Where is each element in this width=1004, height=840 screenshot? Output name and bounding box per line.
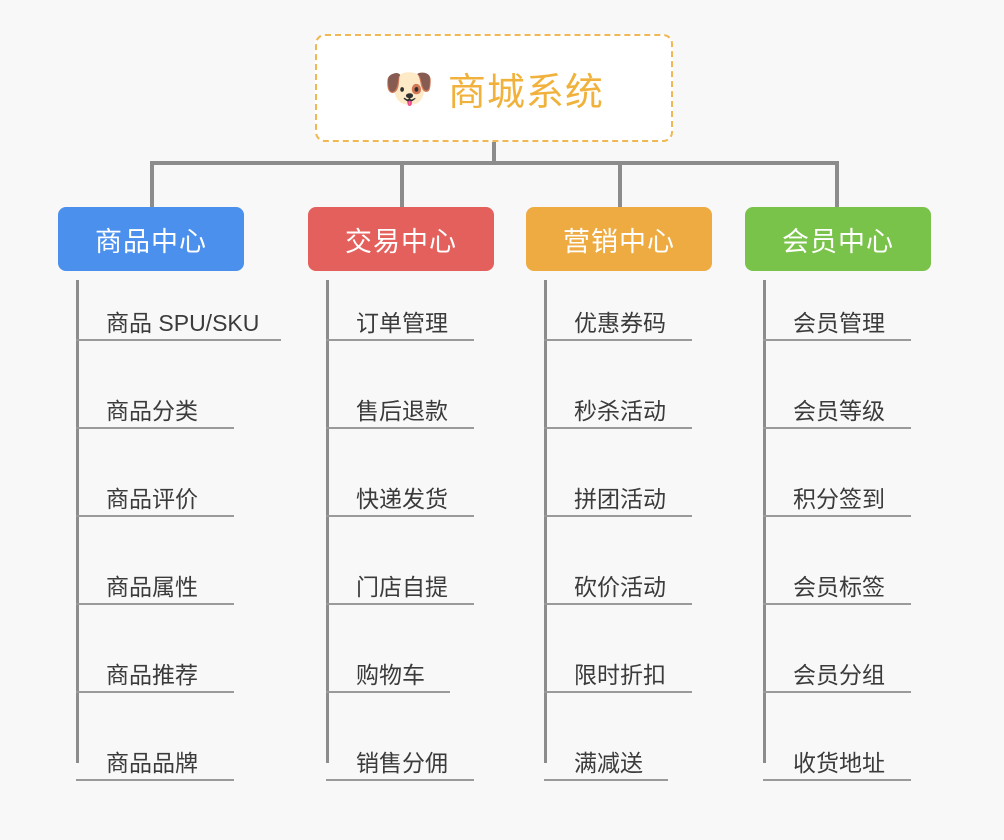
leaf-item[interactable]: 砍价活动 bbox=[544, 565, 692, 605]
leaf-item-label: 砍价活动 bbox=[574, 574, 666, 600]
leaf-item-label: 优惠券码 bbox=[574, 310, 666, 336]
branch-drop-connector bbox=[618, 161, 622, 207]
leaf-item-label: 订单管理 bbox=[356, 310, 448, 336]
leaf-item[interactable]: 订单管理 bbox=[326, 301, 474, 341]
leaf-item[interactable]: 商品分类 bbox=[76, 389, 234, 429]
leaf-item-label: 商品评价 bbox=[106, 486, 198, 512]
leaf-item-label: 会员等级 bbox=[793, 398, 885, 424]
branch-trunk-connector bbox=[763, 280, 766, 763]
root-title: 商城系统 bbox=[447, 71, 604, 114]
branch-trunk-connector bbox=[76, 280, 79, 763]
leaf-item[interactable]: 商品推荐 bbox=[76, 653, 234, 693]
leaf-item-label: 门店自提 bbox=[356, 574, 448, 600]
branch-drop-connector bbox=[835, 161, 839, 207]
branch-header-label: 会员中心 bbox=[782, 226, 894, 257]
shiba-dog-face-icon: 🐶 bbox=[384, 67, 434, 111]
leaf-item-label: 会员管理 bbox=[793, 310, 885, 336]
branch-1: 商品中心商品 SPU/SKU 商品分类商品评价商品属性商品推荐商品品牌 bbox=[58, 207, 281, 781]
leaf-item-label: 会员分组 bbox=[793, 662, 885, 688]
leaf-item[interactable]: 秒杀活动 bbox=[544, 389, 692, 429]
leaf-item[interactable]: 满减送 bbox=[544, 741, 668, 781]
leaf-item-label: 商品品牌 bbox=[106, 750, 198, 776]
leaf-item[interactable]: 门店自提 bbox=[326, 565, 474, 605]
leaf-item-label: 销售分佣 bbox=[356, 750, 448, 776]
leaf-item-label: 商品属性 bbox=[106, 574, 198, 600]
root-node[interactable]: 🐶 商城系统 bbox=[315, 34, 673, 142]
leaf-item[interactable]: 收货地址 bbox=[763, 741, 911, 781]
leaf-item[interactable]: 商品品牌 bbox=[76, 741, 234, 781]
branch-header-label: 商品中心 bbox=[95, 226, 207, 257]
leaf-item-label: 满减送 bbox=[574, 750, 643, 776]
leaf-item[interactable]: 会员等级 bbox=[763, 389, 911, 429]
leaf-item[interactable]: 会员管理 bbox=[763, 301, 911, 341]
leaf-item[interactable]: 快递发货 bbox=[326, 477, 474, 517]
leaf-item[interactable]: 商品评价 bbox=[76, 477, 234, 517]
leaf-item-label: 快递发货 bbox=[356, 486, 448, 512]
horizontal-bus-connector bbox=[150, 161, 839, 165]
leaf-item-label: 限时折扣 bbox=[574, 662, 666, 688]
branch-3: 营销中心优惠券码秒杀活动拼团活动砍价活动限时折扣满减送 bbox=[526, 207, 712, 781]
leaf-item-label: 商品推荐 bbox=[106, 662, 198, 688]
leaf-item-label: 购物车 bbox=[356, 662, 425, 688]
leaf-item-label: 拼团活动 bbox=[574, 486, 666, 512]
leaf-item[interactable]: 拼团活动 bbox=[544, 477, 692, 517]
leaf-item[interactable]: 限时折扣 bbox=[544, 653, 692, 693]
branch-trunk-connector bbox=[544, 280, 547, 763]
leaf-item-label: 积分签到 bbox=[793, 486, 885, 512]
branch-header-2[interactable]: 交易中心 bbox=[308, 207, 494, 271]
leaf-item[interactable]: 积分签到 bbox=[763, 477, 911, 517]
branch-drop-connector bbox=[150, 161, 154, 207]
leaf-item-label: 售后退款 bbox=[356, 398, 448, 424]
leaf-item[interactable]: 购物车 bbox=[326, 653, 450, 693]
leaf-item-label: 会员标签 bbox=[793, 574, 885, 600]
leaf-item[interactable]: 会员分组 bbox=[763, 653, 911, 693]
branch-header-1[interactable]: 商品中心 bbox=[58, 207, 244, 271]
branch-header-4[interactable]: 会员中心 bbox=[745, 207, 931, 271]
leaf-item[interactable]: 优惠券码 bbox=[544, 301, 692, 341]
leaf-item-label: 秒杀活动 bbox=[574, 398, 666, 424]
leaf-item[interactable]: 售后退款 bbox=[326, 389, 474, 429]
leaf-item[interactable]: 销售分佣 bbox=[326, 741, 474, 781]
leaf-item[interactable]: 商品属性 bbox=[76, 565, 234, 605]
leaf-item-label: 商品 SPU/SKU bbox=[106, 310, 260, 336]
branch-header-3[interactable]: 营销中心 bbox=[526, 207, 712, 271]
leaf-item-label: 商品分类 bbox=[106, 398, 198, 424]
leaf-item[interactable]: 商品 SPU/SKU bbox=[76, 301, 281, 341]
branch-4: 会员中心会员管理会员等级积分签到会员标签会员分组收货地址 bbox=[745, 207, 931, 781]
leaf-item-label: 收货地址 bbox=[793, 750, 885, 776]
branch-header-label: 营销中心 bbox=[563, 226, 675, 257]
branch-header-label: 交易中心 bbox=[345, 226, 457, 257]
branch-2: 交易中心订单管理售后退款快递发货门店自提购物车销售分佣 bbox=[308, 207, 494, 781]
root-stem-connector bbox=[492, 142, 496, 165]
branch-drop-connector bbox=[400, 161, 404, 207]
leaf-item[interactable]: 会员标签 bbox=[763, 565, 911, 605]
branch-trunk-connector bbox=[326, 280, 329, 763]
